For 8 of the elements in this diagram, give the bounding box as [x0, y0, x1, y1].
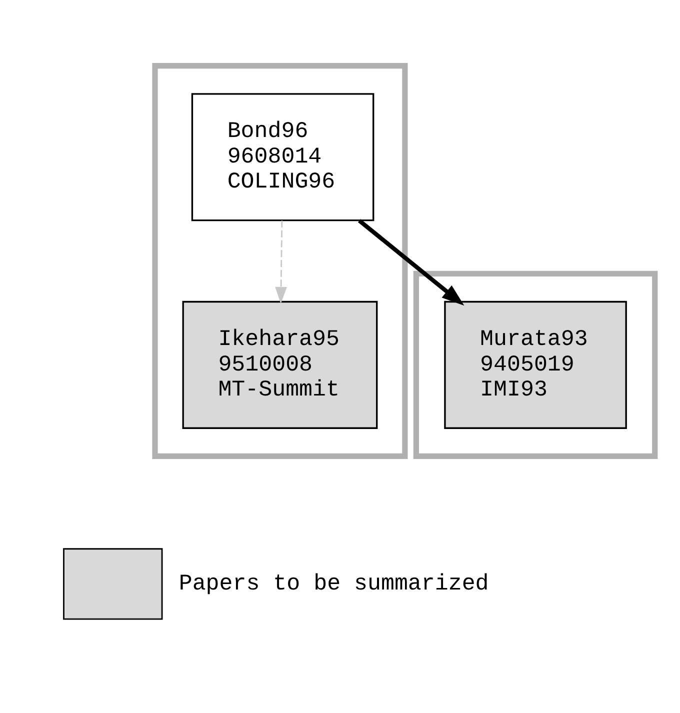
node-box: Murata93 9405019 IMI93 — [444, 300, 627, 429]
arrow — [358, 218, 464, 306]
cluster — [152, 63, 408, 459]
node-box: Ikehara95 9510008 MT-Summit — [182, 300, 378, 429]
legend-label: Papers to be summarized — [178, 570, 489, 596]
cluster — [413, 270, 658, 459]
node-box: Bond96 9608014 COLING96 — [191, 93, 374, 222]
arrow — [275, 220, 287, 304]
